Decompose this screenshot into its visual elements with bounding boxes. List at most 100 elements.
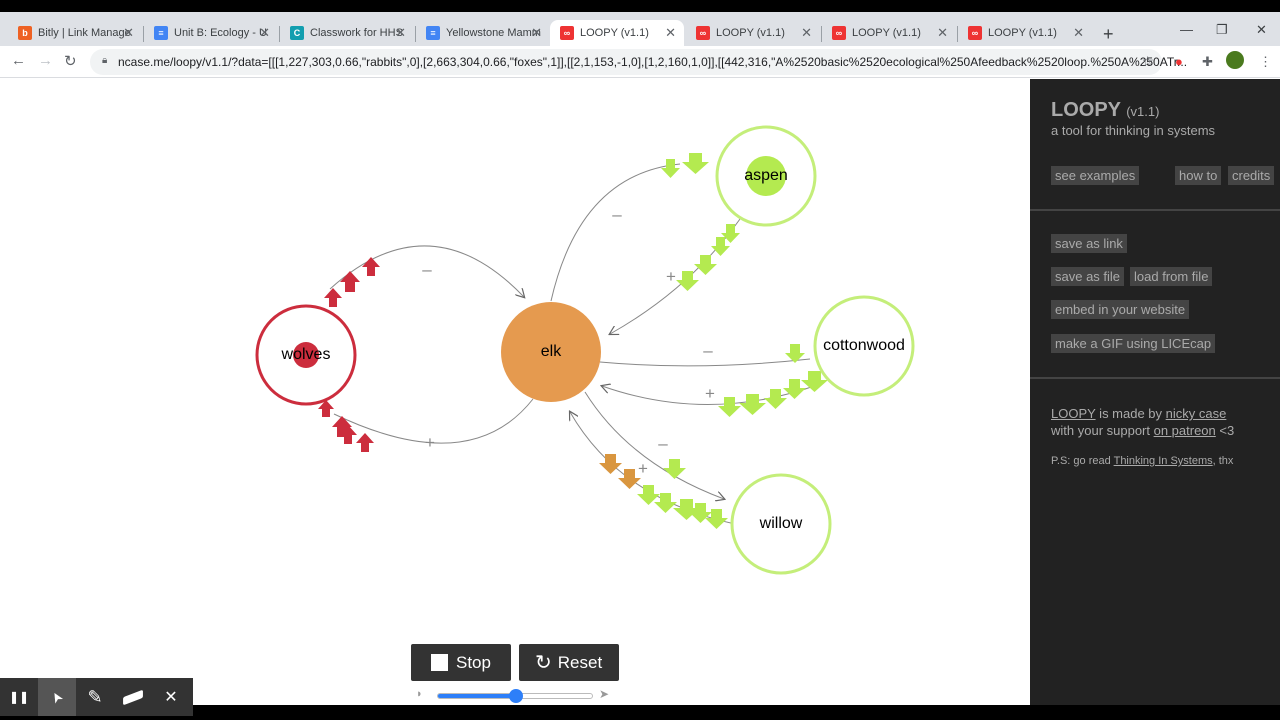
node-cottonwood[interactable] [813,295,915,397]
forward-button[interactable]: → [38,52,53,69]
tab-strip: b Bitly | Link Manage ✕ ≡ Unit B: Ecolog… [0,12,1280,46]
clear-tool-button[interactable]: ✕ [152,678,190,716]
new-tab-button[interactable]: + [1103,24,1114,44]
speed-slider-knob[interactable] [509,689,523,703]
tab-separator [143,26,144,42]
tab-title: Bitly | Link Manage [38,27,131,39]
speed-slider[interactable] [437,689,593,703]
minimize-button[interactable]: — [1180,22,1193,37]
tab-close-icon[interactable]: ✕ [259,25,270,40]
tab-close-icon[interactable]: ✕ [937,25,948,40]
divider [1030,209,1280,211]
node-aspen-level [746,156,786,196]
tab-unit-b-ecology[interactable]: ≡ Unit B: Ecology - U ✕ [144,20,278,46]
reset-button[interactable]: ↻ Reset [519,644,619,681]
browser-menu-icon[interactable]: ⋮ [1259,54,1272,69]
node-label-wolves: wolves [281,346,331,363]
edge-wolves-to-elk[interactable] [329,245,524,297]
browser-window: b Bitly | Link Manage ✕ ≡ Unit B: Ecolog… [0,12,1280,716]
reset-icon: ↻ [535,652,552,674]
thinking-in-systems-link[interactable]: Thinking In Systems [1113,455,1213,467]
fast-rabbit-icon: ➤ [599,687,610,701]
tab-title: Yellowstone Mamm [446,27,541,39]
speed-slider-fill [438,694,516,698]
edge-elk-to-wolves[interactable] [333,398,534,444]
divider [1030,377,1280,379]
nicky-case-link[interactable]: nicky case [1165,406,1227,421]
see-examples-button[interactable]: see examples [1051,166,1140,185]
classroom-favicon-icon: C [290,26,304,40]
edge-elk-to-aspen[interactable] [550,163,681,302]
tab-title: LOOPY (v1.1) [988,27,1057,39]
edge-sign: + [638,459,648,478]
tab-close-icon[interactable]: ✕ [531,25,542,40]
loopy-favicon-icon: ∞ [696,26,710,40]
load-from-file-button[interactable]: load from file [1130,267,1213,286]
drag-tool-button[interactable]: ➤ [38,678,76,716]
loopy-favicon-icon: ∞ [832,26,846,40]
tab-loopy[interactable]: ∞ LOOPY (v1.1) ✕ [686,20,820,46]
back-button[interactable]: ← [11,52,26,69]
address-bar[interactable]: 🔒︎ ncase.me/loopy/v1.1/?data=[[[1,227,30… [90,49,1188,75]
make-gif-button[interactable]: make a GIF using LICEcap [1051,334,1216,353]
url-text[interactable]: ncase.me/loopy/v1.1/?data=[[[1,227,303,0… [118,55,1188,69]
ink-tool-button[interactable]: ✎ [76,678,114,716]
edge-sign: + [666,267,676,286]
docs-favicon-icon: ≡ [154,26,168,40]
loopy-sidebar: LOOPY (v1.1) a tool for thinking in syst… [1030,79,1280,705]
edge-sign: – [658,434,668,453]
maximize-button[interactable]: ❐ [1216,22,1228,37]
loopy-link[interactable]: LOOPY [1051,406,1096,421]
node-label-cottonwood: cottonwood [823,337,905,354]
loopy-extension-icon[interactable]: ● [1175,54,1183,69]
node-willow[interactable] [730,473,832,575]
loopy-favicon-icon: ∞ [560,26,574,40]
tab-close-icon[interactable]: ✕ [801,25,812,40]
tab-separator [821,26,822,42]
save-as-file-button[interactable]: save as file [1051,267,1125,286]
tab-classwork[interactable]: C Classwork for HHS ✕ [280,20,414,46]
edge-sign: – [422,260,432,279]
pause-button[interactable]: ❚❚ [0,678,38,716]
stop-button[interactable]: Stop [411,644,511,681]
node-elk[interactable] [501,302,601,402]
tab-close-icon[interactable]: ✕ [395,25,406,40]
browser-toolbar: ← → ↻ 🔒︎ ncase.me/loopy/v1.1/?data=[[[1,… [0,46,1280,78]
tab-close-icon[interactable]: ✕ [665,25,676,40]
edge-willow-to-elk[interactable] [570,412,736,525]
loop-diagram[interactable]: – + – + – + – + [0,79,1030,705]
reload-button[interactable]: ↻ [64,53,77,70]
plant-signal-arrows [637,153,828,529]
close-window-button[interactable]: ✕ [1256,22,1267,37]
edge-elk-to-cottonwood[interactable] [599,358,811,367]
tab-title: Unit B: Ecology - U [174,27,267,39]
extensions-puzzle-icon[interactable]: ✚ [1202,54,1213,69]
tab-title: LOOPY (v1.1) [580,27,649,39]
bookmark-star-icon[interactable]: ☆ [1141,53,1154,69]
tab-separator [279,26,280,42]
bitly-favicon-icon: b [18,26,32,40]
tab-yellowstone[interactable]: ≡ Yellowstone Mamm ✕ [416,20,550,46]
loopy-canvas[interactable]: – + – + – + – + [0,79,1030,716]
tab-close-icon[interactable]: ✕ [123,25,134,40]
tab-loopy[interactable]: ∞ LOOPY (v1.1) ✕ [958,20,1092,46]
embed-website-button[interactable]: embed in your website [1051,300,1190,319]
docs-favicon-icon: ≡ [426,26,440,40]
tab-close-icon[interactable]: ✕ [1073,25,1084,40]
how-to-button[interactable]: how to [1175,166,1222,185]
profile-avatar[interactable] [1226,51,1244,72]
app-title: LOOPY (v1.1) [1051,99,1160,121]
node-label-elk: elk [540,343,562,360]
tab-title: LOOPY (v1.1) [852,27,921,39]
reset-label: Reset [557,652,603,672]
tab-loopy-active[interactable]: ∞ LOOPY (v1.1) ✕ [550,20,684,46]
save-as-link-button[interactable]: save as link [1051,234,1127,253]
credits-button[interactable]: credits [1228,166,1275,185]
pencil-icon: ✎ [87,686,103,707]
tab-bitly[interactable]: b Bitly | Link Manage ✕ [8,20,142,46]
edge-elk-to-willow[interactable] [584,391,724,499]
erase-tool-button[interactable] [114,678,152,716]
tab-loopy[interactable]: ∞ LOOPY (v1.1) ✕ [822,20,956,46]
patreon-link[interactable]: on patreon [1153,423,1216,438]
edge-sign: – [612,205,622,224]
